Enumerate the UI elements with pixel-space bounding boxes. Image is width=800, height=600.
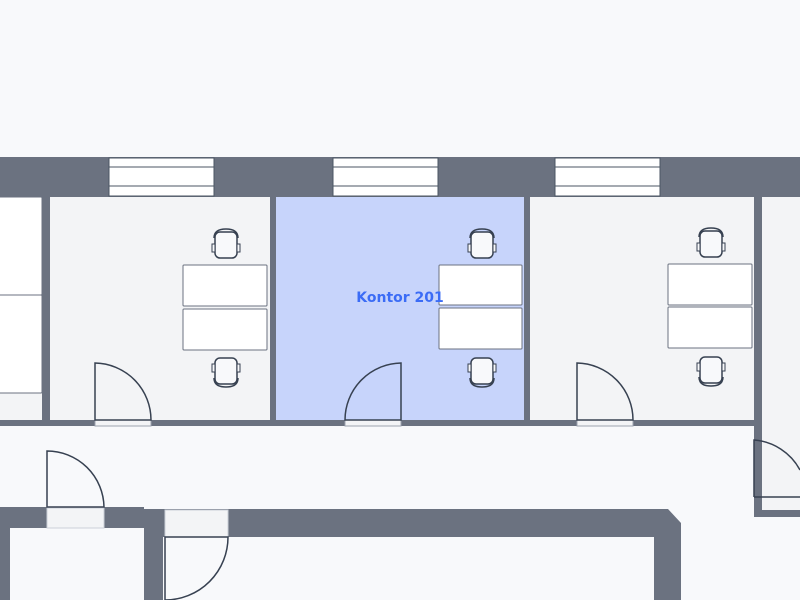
wall	[0, 507, 10, 600]
window	[108, 157, 661, 197]
chair-icon	[467, 228, 497, 259]
chair-icon	[211, 228, 241, 259]
chair-icon	[696, 227, 726, 258]
wall	[144, 509, 163, 600]
wall	[754, 510, 800, 517]
room-lower-left[interactable]	[10, 528, 144, 600]
desk	[438, 264, 523, 306]
door-threshold	[164, 509, 229, 538]
room-label: Kontor 201	[356, 290, 444, 306]
desk	[667, 263, 753, 306]
desk	[182, 264, 268, 307]
desk	[438, 307, 523, 350]
door[interactable]	[753, 439, 800, 498]
chair-icon	[211, 357, 241, 388]
room-right-partial[interactable]	[762, 197, 800, 510]
chair-icon	[696, 356, 726, 387]
chair-icon	[467, 357, 497, 388]
wall	[163, 509, 681, 600]
desk	[0, 196, 43, 394]
door[interactable]	[576, 362, 634, 427]
desk	[667, 306, 753, 349]
room-lower[interactable]	[163, 537, 654, 600]
door[interactable]	[164, 536, 229, 600]
wall	[754, 196, 762, 517]
door[interactable]	[94, 362, 152, 427]
door-threshold	[46, 507, 105, 529]
desk	[182, 308, 268, 351]
door[interactable]	[344, 362, 402, 427]
door[interactable]	[46, 450, 105, 508]
